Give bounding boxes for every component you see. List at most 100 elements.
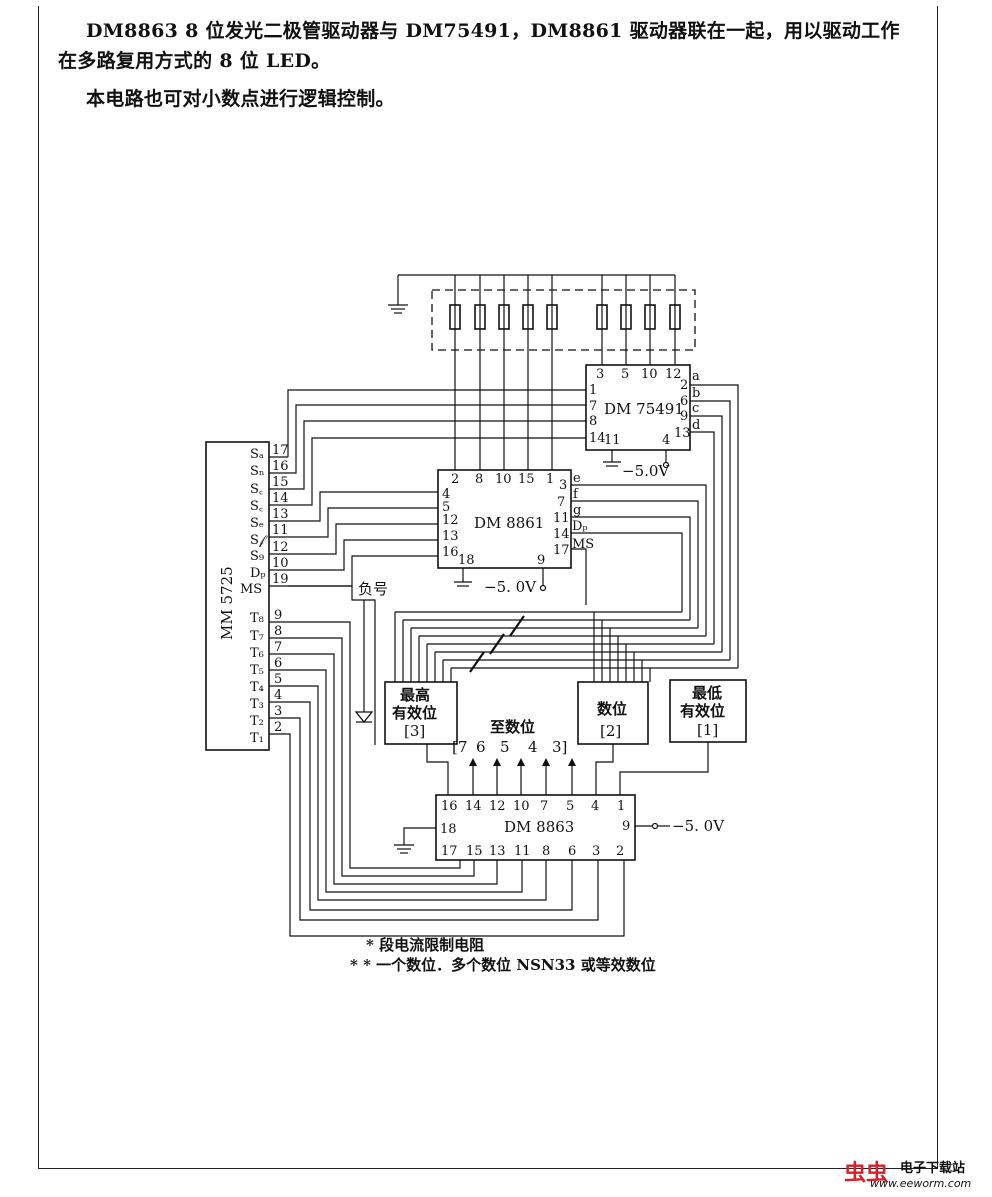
svg-text:12: 12: [489, 799, 506, 814]
svg-text:T₇: T₇: [250, 629, 264, 644]
svg-text:4: 4: [591, 799, 599, 814]
svg-text:11: 11: [553, 511, 570, 526]
svg-text:[7: [7: [452, 738, 467, 756]
svg-text:T₃: T₃: [250, 697, 264, 712]
site-watermark: 虫虫 电子下载站 www.eeworm.com: [838, 1153, 988, 1193]
svg-text:g: g: [573, 503, 581, 518]
svg-text:4: 4: [528, 738, 538, 756]
break-marks: [469, 615, 525, 673]
svg-text:17: 17: [553, 543, 570, 558]
svg-text:6: 6: [680, 394, 688, 409]
intro-paragraph-2: 本电路也可对小数点进行逻辑控制。: [86, 88, 395, 110]
svg-text:e: e: [573, 471, 581, 486]
svg-text:16: 16: [272, 459, 289, 474]
svg-text:15: 15: [518, 472, 535, 487]
negative-sign-label: 负号: [358, 580, 388, 598]
svg-text:19: 19: [272, 572, 289, 587]
svg-text:a: a: [692, 369, 700, 384]
svg-text:S𝒻: S𝒻: [250, 533, 268, 548]
svg-text:18: 18: [458, 553, 475, 568]
diode-icon: [354, 600, 374, 724]
svg-text:5: 5: [500, 738, 510, 756]
svg-text:10: 10: [495, 472, 512, 487]
display-mid-index: [2]: [600, 722, 621, 740]
svg-text:S꜀: S꜀: [250, 499, 263, 514]
svg-text:3: 3: [559, 478, 567, 493]
svg-text:T₆: T₆: [250, 646, 264, 661]
svg-text:Dₚ: Dₚ: [572, 519, 588, 534]
svg-text:7: 7: [589, 399, 597, 414]
ground-symbol-top: [388, 275, 408, 314]
resistor-enclosure: [431, 289, 696, 351]
svg-text:11: 11: [272, 523, 289, 538]
svg-text:MS: MS: [240, 582, 262, 597]
svg-text:Sₑ: Sₑ: [250, 516, 264, 531]
chip-mm5725: [205, 441, 270, 751]
display-lsd-index: [1]: [697, 721, 718, 739]
ground-symbol-dm8863: [394, 827, 436, 854]
svg-text:7: 7: [540, 799, 548, 814]
svg-text:8: 8: [542, 844, 550, 859]
svg-text:14: 14: [553, 527, 570, 542]
svg-text:T₂: T₂: [250, 714, 264, 729]
dm8861-output-bus: [571, 484, 707, 636]
svg-text:Sₐ: Sₐ: [250, 447, 264, 462]
svg-text:2: 2: [680, 378, 688, 393]
footnote-2: * * 一个数位．多个数位 NSN33 或等效数位: [350, 956, 656, 974]
watermark-title: 电子下载站: [900, 1161, 966, 1176]
segment-wires: [287, 389, 586, 745]
svg-text:d: d: [692, 418, 700, 433]
svg-text:17: 17: [272, 443, 289, 458]
svg-text:13: 13: [272, 507, 289, 522]
svg-text:4: 4: [274, 688, 282, 703]
svg-text:16: 16: [442, 545, 459, 560]
svg-text:8: 8: [274, 624, 282, 639]
svg-text:7: 7: [557, 495, 565, 510]
dm75491-supply: −5.0V: [622, 462, 670, 480]
svg-text:18: 18: [440, 822, 457, 837]
svg-text:11: 11: [604, 433, 621, 448]
page-border: [38, 6, 938, 1169]
svg-text:9: 9: [680, 409, 688, 424]
svg-text:9: 9: [622, 819, 630, 834]
display-msd-line2: 有效位: [392, 704, 437, 722]
svg-text:T₅: T₅: [250, 663, 264, 678]
svg-text:3: 3: [592, 844, 600, 859]
svg-text:S₉: S₉: [250, 549, 264, 564]
chip-dm8863-label: DM 8863: [504, 818, 574, 836]
svg-text:5: 5: [442, 500, 450, 515]
msd-to-dm8863: [426, 744, 449, 795]
svg-text:4: 4: [442, 487, 450, 502]
mid-to-dm8863: [595, 744, 614, 795]
svg-text:13: 13: [674, 426, 691, 441]
chip-mm5725-label: MM 5725: [218, 566, 236, 640]
svg-text:5: 5: [621, 367, 629, 382]
display-msd-index: [3]: [404, 722, 425, 740]
dm8863-supply: −5. 0V: [672, 817, 725, 835]
svg-text:17: 17: [441, 844, 458, 859]
display-msd: [384, 681, 458, 745]
svg-text:9: 9: [274, 608, 282, 623]
chip-dm75491-label: DM 75491: [604, 400, 684, 418]
svg-text:7: 7: [274, 640, 282, 655]
display-msd-line1: 最高: [400, 686, 430, 704]
svg-text:10: 10: [641, 367, 658, 382]
svg-text:12: 12: [442, 513, 459, 528]
mm5725-pin-lines: [269, 456, 288, 735]
svg-text:15: 15: [272, 475, 289, 490]
svg-text:13: 13: [489, 844, 506, 859]
footnote-1: * 段电流限制电阻: [366, 936, 484, 954]
svg-text:9: 9: [537, 553, 545, 568]
svg-text:8: 8: [475, 472, 483, 487]
svg-text:T₈: T₈: [250, 611, 264, 626]
svg-text:3: 3: [596, 367, 604, 382]
svg-text:S꜀: S꜀: [250, 482, 263, 497]
svg-text:6: 6: [568, 844, 576, 859]
display-mid-line1: 数位: [597, 700, 627, 718]
svg-text:b: b: [692, 386, 700, 401]
svg-text:14: 14: [465, 799, 482, 814]
svg-text:11: 11: [514, 844, 531, 859]
chip-dm8861-label: DM 8861: [474, 514, 544, 532]
svg-text:Dₚ: Dₚ: [250, 566, 266, 581]
